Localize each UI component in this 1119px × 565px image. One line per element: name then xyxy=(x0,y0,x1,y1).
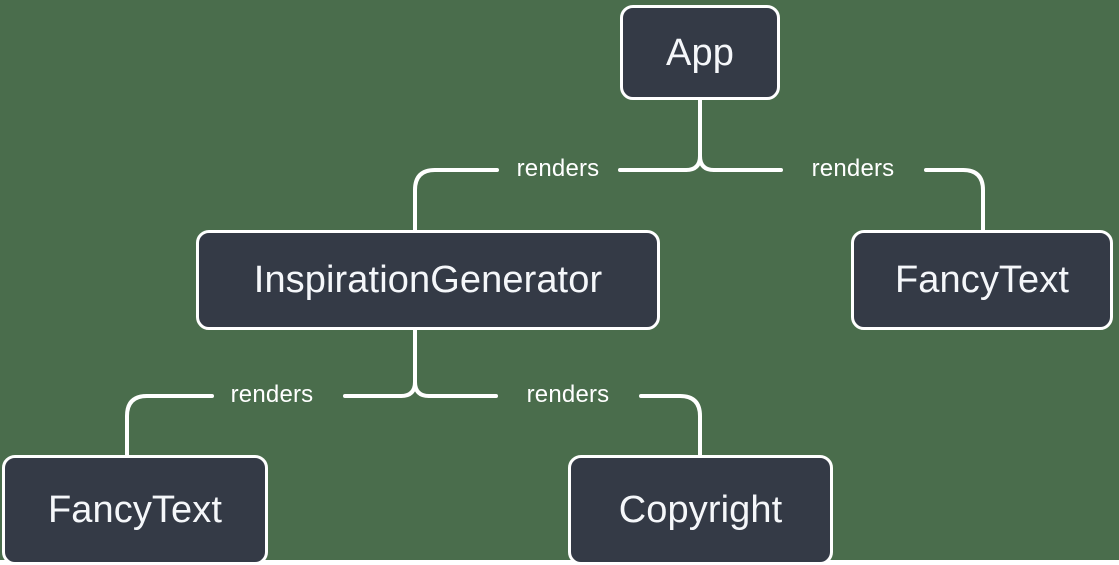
edge-inspiration-to-copyright-elbow xyxy=(678,394,702,457)
node-fancytext-right[interactable]: FancyText xyxy=(851,230,1113,330)
edge-inspiration-to-fancytext-elbow xyxy=(125,394,149,457)
edge-label-inspiration-renders-fancytext: renders xyxy=(230,381,314,408)
node-copyright-label: Copyright xyxy=(618,489,783,531)
node-fancytext-right-label: FancyText xyxy=(894,259,1070,301)
edge-label-app-renders-fancytext: renders xyxy=(811,155,895,182)
edge-app-tee-right xyxy=(698,154,716,172)
edge-app-to-inspiration-elbow xyxy=(413,168,437,232)
edge-label-app-renders-inspiration-generator: renders xyxy=(516,155,600,182)
edge-app-tee-left xyxy=(684,154,702,172)
node-app-label: App xyxy=(666,31,734,74)
edge-inspiration-tee-left xyxy=(399,380,417,398)
edge-inspiration-tee-right xyxy=(413,380,431,398)
node-inspiration-generator-label: InspirationGenerator xyxy=(253,259,603,301)
edge-app-to-fancytext-elbow xyxy=(961,168,985,232)
node-fancytext-bottom-left-label: FancyText xyxy=(47,489,223,531)
node-fancytext-bottom-left[interactable]: FancyText xyxy=(2,455,268,565)
node-inspiration-generator[interactable]: InspirationGenerator xyxy=(196,230,660,330)
node-copyright[interactable]: Copyright xyxy=(568,455,833,565)
node-app[interactable]: App xyxy=(620,5,780,100)
edge-label-inspiration-renders-copyright: renders xyxy=(526,381,610,408)
